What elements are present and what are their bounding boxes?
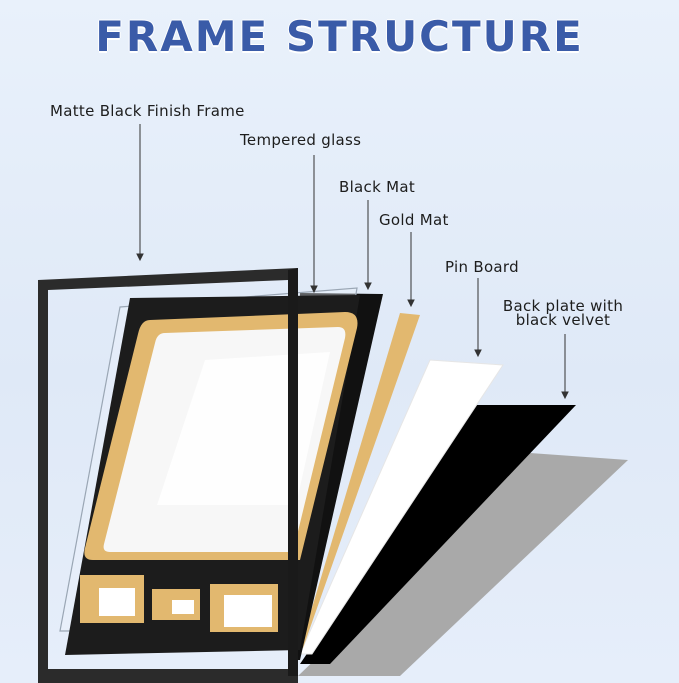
frame-side [288, 268, 298, 676]
label-gold-mat: Gold Mat [379, 211, 449, 229]
page-title: FRAME STRUCTURE [95, 12, 584, 61]
label-back-plate-line1: Back plate with [502, 297, 624, 315]
pin-board-layer [299, 359, 504, 655]
label-tempered-glass: Tempered glass [240, 131, 362, 149]
label-back-plate-line2: black velvet [515, 311, 611, 329]
back-plate-layer [300, 405, 576, 664]
pointer-lines [136, 124, 569, 400]
label-back-plate: Back plate with black velvet [498, 297, 628, 329]
small-window-3-inner [224, 595, 272, 627]
small-window-2-inner [172, 600, 194, 614]
label-pin-board: Pin Board [445, 258, 519, 276]
floor-shadow [298, 453, 628, 676]
label-black-mat: Black Mat [339, 178, 416, 196]
glass-highlight [157, 352, 330, 505]
small-window-1-inner [99, 588, 135, 616]
gold-mat-layer [300, 313, 420, 648]
label-frame: Matte Black Finish Frame [50, 102, 245, 120]
